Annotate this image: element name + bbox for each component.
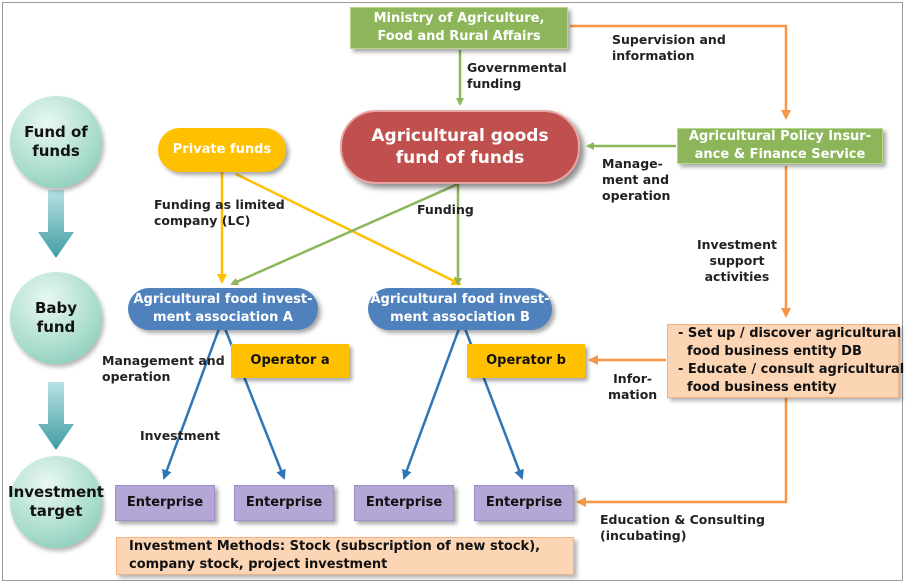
management-operation-label-left: Management and operation xyxy=(102,353,225,384)
ministry-box: Ministry of Agriculture, Food and Rural … xyxy=(350,7,568,49)
enterprise-box: Enterprise xyxy=(474,485,574,521)
association-a-box: Agricultural food invest- ment associati… xyxy=(128,288,318,330)
funding-lc-label: Funding as limited company (LC) xyxy=(154,197,285,228)
supervision-arrow xyxy=(570,24,791,120)
investment-support-label: Investment support activities xyxy=(697,237,777,284)
operator-b-box: Operator b xyxy=(467,344,585,378)
association-b-box: Agricultural food invest- ment associati… xyxy=(368,288,552,330)
a-to-enterprise1-arrow xyxy=(162,325,222,480)
level-arrow-1 xyxy=(38,190,74,258)
b-to-enterprise3-arrow xyxy=(402,325,462,480)
level-fund-of-funds: Fund of funds xyxy=(10,96,102,188)
governmental-funding-label: Governmental funding xyxy=(467,60,567,91)
fund-of-funds-box: Agricultural goods fund of funds xyxy=(340,110,580,184)
policy-service-box: Agricultural Policy Insur- ance & Financ… xyxy=(677,128,883,164)
supervision-label: Supervision and information xyxy=(612,32,726,63)
investment-methods-box: Investment Methods: Stock (subscription … xyxy=(116,537,574,575)
education-consulting-label: Education & Consulting (incubating) xyxy=(600,512,765,543)
level-investment-target: Investment target xyxy=(8,456,104,548)
fof-to-a-arrow xyxy=(230,182,459,286)
enterprise-box: Enterprise xyxy=(115,485,215,521)
investment-label: Investment xyxy=(140,428,220,443)
management-operation-label-right: Manage- ment and operation xyxy=(602,156,671,203)
education-arrow xyxy=(576,398,788,507)
support-activities-box: - Set up / discover agricultural food bu… xyxy=(667,324,904,398)
level-baby-fund-label: Baby fund xyxy=(34,299,78,336)
level-baby-fund: Baby fund xyxy=(10,272,102,364)
private-funds-box: Private funds xyxy=(158,128,286,172)
level-investment-target-label: Investment target xyxy=(8,483,104,520)
level-fund-of-funds-label: Fund of funds xyxy=(24,123,88,160)
enterprise-box: Enterprise xyxy=(234,485,334,521)
operator-a-box: Operator a xyxy=(231,344,349,378)
funding-label: Funding xyxy=(417,202,474,217)
private-to-b-arrow xyxy=(235,172,462,286)
information-label: Infor- mation xyxy=(608,371,658,402)
level-arrow-2 xyxy=(38,382,74,450)
enterprise-box: Enterprise xyxy=(354,485,454,521)
